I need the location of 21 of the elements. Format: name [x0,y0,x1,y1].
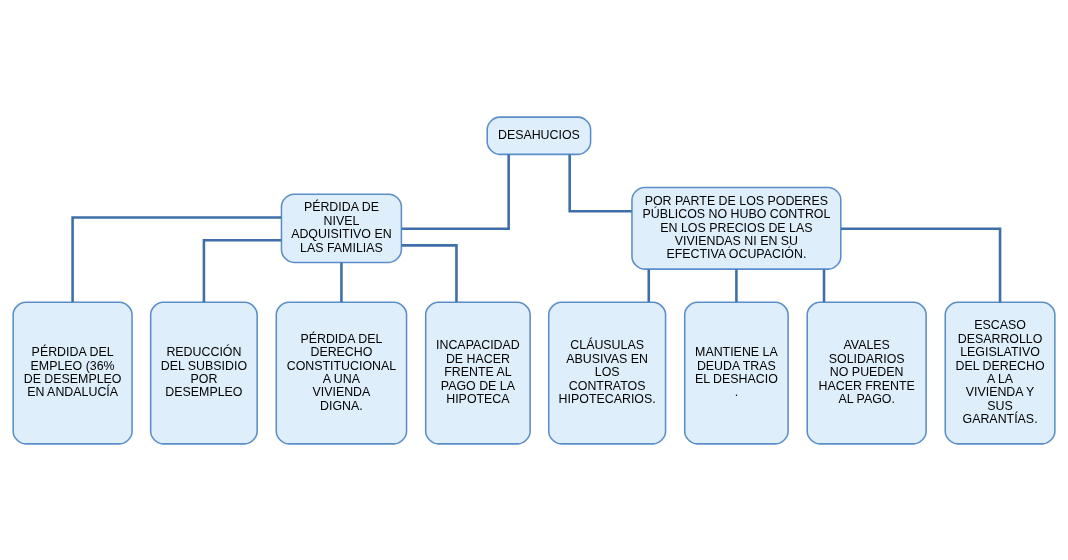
node-box: REDUCCIÓN DEL SUBSIDIO POR DESEMPLEO [149,300,258,445]
node-box: PÉRDIDA DEL EMPLEO (36% DE DESEMPLEO EN ANDALUCÍA [12,300,133,445]
connector [822,268,826,302]
connector [401,243,458,302]
connector [568,153,632,212]
connector [735,268,738,302]
node-box: INCAPACIDAD DE HACER FRENTE AL PAGO DE LA HIPOTECA [424,300,531,445]
connector [71,215,282,302]
node-box: ESCASO DESARROLLO LEGISLATIVO DEL DERECHO A LA VIVIENDA Y SUS GARANTÍAS. [944,300,1056,445]
node-box: PÉRDIDA DE NIVEL ADQUISITIVO EN LAS FAMILIAS [280,192,403,263]
node-box: POR PARTE DE LOS PODERES PÚBLICOS NO HUBO CONTROL EN LOS PRECIOS DE LAS VIVIENDAS NI EN SU EFECTIVA OCUPACIÓN. [631,186,842,270]
connector [401,154,510,230]
connector [202,238,282,302]
node-box: AVALES SOLIDARIOS NO PUEDEN HACER FRENTE AL PAGO. [806,300,927,445]
connector [340,262,343,302]
node-box: CLÁUSULAS ABUSIVAS EN LOS CONTRATOS HIPOTECARIOS. [547,300,667,445]
node-box: DESAHUCIOS [486,115,592,155]
connector [841,227,1002,302]
connector [647,268,651,302]
node-box: PÉRDIDA DEL DERECHO CONSTITUCIONAL A UNA VIVIENDA DIGNA. [275,300,408,445]
node-box: MANTIENE LA DEUDA TRAS EL DESHACIO . [683,300,789,445]
